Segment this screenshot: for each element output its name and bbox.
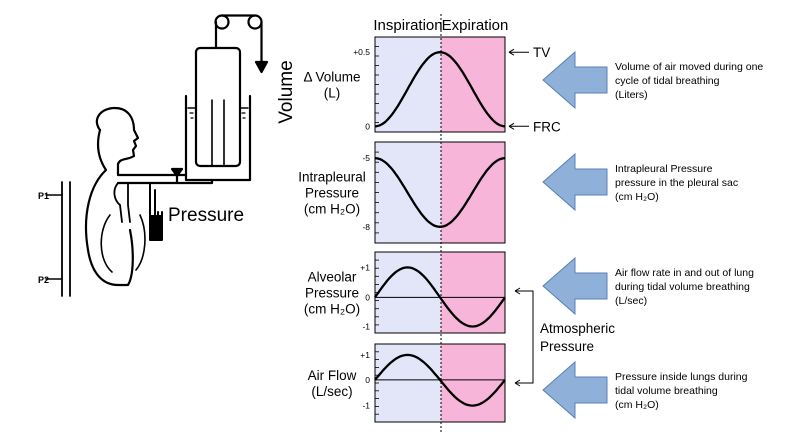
tick-label: 0 — [365, 292, 370, 302]
axis-label-line: Δ Volume — [303, 70, 360, 85]
volume-weight-arrow — [254, 60, 269, 74]
pulley-left-icon — [214, 14, 230, 30]
note-volume-line: cycle of tidal breathing — [615, 75, 720, 87]
human-body — [84, 128, 134, 287]
expiration-header: Expiration — [442, 17, 509, 34]
note-intrapleural-line: pressure in the pleural sac — [615, 177, 738, 189]
lung-outline — [100, 214, 146, 273]
airway-trachea — [113, 182, 131, 223]
atmospheric-label-line-2: Pressure — [540, 339, 594, 354]
waveform-curve — [374, 353, 506, 407]
expiration-band — [441, 344, 505, 422]
axis-label-line: Intrapleural — [298, 170, 366, 185]
side-label-tv: TV — [533, 45, 550, 60]
spirometer-water-ticks — [189, 112, 246, 119]
tick-label: -1 — [362, 322, 370, 332]
panel-airflow: +1 0 -1 Air Flow(L/sec) — [308, 343, 506, 423]
inspiration-header: Inspiration — [373, 17, 442, 34]
expiration-band — [441, 252, 505, 333]
atmospheric-bracket — [514, 287, 534, 387]
p2-label: P2 — [38, 275, 49, 285]
tick-label: -8 — [362, 222, 370, 232]
tick-label: +1 — [360, 262, 370, 272]
axis-label-line: Pressure — [305, 186, 359, 201]
note-intrapleural-line: (cm H₂O) — [615, 191, 659, 203]
pulley-right-icon — [247, 14, 263, 30]
axis-label-line: Pressure — [305, 286, 359, 301]
note-volume-line: (Liters) — [615, 89, 648, 101]
p-level-marks — [45, 194, 63, 280]
pleural-bars — [61, 181, 71, 297]
note-airflow-line: tidal volume breathing — [615, 385, 718, 397]
axis-label-line: (cm H₂O) — [304, 302, 360, 317]
waveform-curve — [374, 157, 506, 228]
breathing-tube — [148, 173, 214, 185]
spirometer-bell — [194, 46, 242, 168]
tick-label: +0.5 — [353, 47, 370, 57]
side-label-frc: FRC — [533, 119, 561, 134]
panel-volume: +0.5 0 Δ Volume(L) TV FRC — [303, 36, 561, 134]
tick-label: +1 — [360, 350, 370, 360]
p1-label: P1 — [38, 191, 49, 201]
blue-arrow-icon — [542, 152, 608, 212]
axis-label-line: Alveolar — [308, 270, 357, 285]
note-alveolar-line: (L/sec) — [615, 295, 647, 307]
waveform-panels: +0.50Δ Volume(L)TVFRC-5-8IntrapleuralPre… — [298, 36, 561, 423]
axis-label-line: (L/sec) — [311, 384, 352, 399]
note-volume-line: Volume of air moved during one — [615, 61, 763, 73]
axis-label-line: Air Flow — [308, 368, 357, 383]
manometer-fluid — [151, 215, 161, 239]
tick-label: -5 — [362, 153, 370, 163]
expiration-band — [441, 37, 505, 132]
inspiration-band — [375, 344, 441, 422]
note-alveolar-line: Air flow rate in and out of lung — [615, 267, 754, 279]
axis-label-line: (L) — [324, 86, 341, 101]
pulley-cord — [214, 14, 263, 64]
note-airflow-line: (cm H₂O) — [615, 399, 659, 411]
apparatus-illustration — [45, 14, 269, 297]
note-airflow-line: Pressure inside lungs during — [615, 371, 748, 383]
axis-label-line: (cm H₂O) — [304, 202, 360, 217]
blue-arrow-icon — [542, 360, 608, 420]
blue-arrow-icon — [542, 256, 608, 316]
pressure-label: Pressure — [168, 205, 244, 226]
tick-label: 0 — [365, 121, 370, 131]
side-pointer-arrow — [508, 122, 529, 130]
spirometer-outer-tank — [184, 94, 252, 182]
tick-label: 0 — [365, 375, 370, 385]
annotation-arrows: Volume of air moved during one cycle of t… — [542, 50, 763, 420]
inspiration-band — [375, 37, 441, 132]
spirometer-inner-tube — [211, 99, 225, 167]
inspiration-band — [375, 252, 441, 333]
side-pointer-arrow — [508, 48, 529, 56]
pressure-valve-icon — [170, 167, 184, 178]
atmospheric-label-line-1: Atmospheric — [540, 321, 615, 336]
human-head-profile — [95, 106, 152, 177]
note-intrapleural-line: Intrapleural Pressure — [615, 163, 713, 175]
volume-label: Volume — [276, 60, 297, 123]
waveform-curve — [374, 51, 506, 128]
note-alveolar-line: during tidal volume breathing — [615, 281, 750, 293]
blue-arrow-icon — [542, 50, 608, 110]
waveform-curve — [374, 266, 506, 328]
tick-label: -1 — [362, 401, 370, 411]
